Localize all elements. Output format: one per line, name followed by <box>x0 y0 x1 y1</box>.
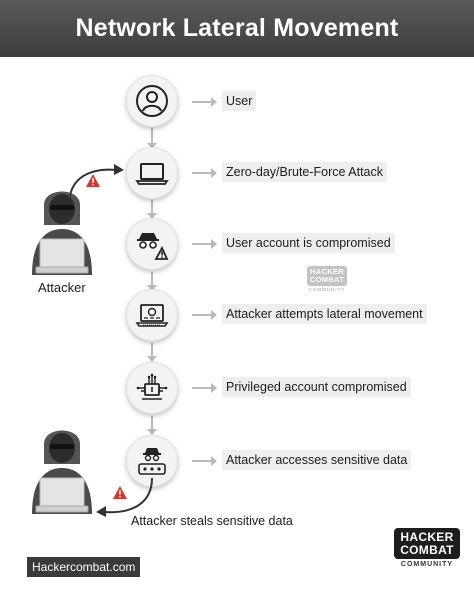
step-2-label: Zero-day/Brute-Force Attack <box>222 162 388 182</box>
step-3-label: User account is compromised <box>222 233 395 253</box>
page-title: Network Lateral Movement <box>75 14 399 42</box>
step-1-circle <box>126 75 178 127</box>
circuit-chip-icon <box>136 373 168 400</box>
attacker-figure-bottom-icon <box>32 430 92 514</box>
step-1-label: User <box>222 91 257 111</box>
connector-down-5 <box>147 416 157 435</box>
logo-sub: COMMUNITY <box>400 561 454 568</box>
logo-line1: HACKER <box>400 530 454 544</box>
spy-warning-icon <box>137 233 169 260</box>
step-4-label: Attacker attempts lateral movement <box>222 304 427 324</box>
connector-right-4 <box>192 310 217 320</box>
connector-right-5 <box>192 383 217 393</box>
user-icon <box>136 85 168 117</box>
step-2-circle <box>126 147 178 199</box>
curved-arrow-exfiltrate <box>96 477 153 517</box>
connector-down-1 <box>147 128 157 149</box>
connector-down-2 <box>147 200 157 219</box>
footer-url[interactable]: Hackercombat.com <box>27 557 141 577</box>
warning-icon-bottom <box>113 486 127 499</box>
connector-right-6 <box>192 456 217 466</box>
laptop-code-icon <box>135 304 169 327</box>
connector-down-3 <box>147 272 157 291</box>
logo-line2: COMBAT <box>400 543 454 557</box>
connector-down-4 <box>147 343 157 362</box>
final-step-label: Attacker steals sensitive data <box>131 514 293 528</box>
curved-arrow-to-attack <box>69 164 124 197</box>
spy-data-icon <box>138 448 166 475</box>
watermark-sub: COMMUNITY <box>308 287 346 292</box>
laptop-icon <box>135 163 169 185</box>
step-5-circle <box>126 362 178 414</box>
step-6-label: Attacker accesses sensitive data <box>222 450 412 470</box>
step-3-circle <box>126 218 178 270</box>
step-5-label: Privileged account compromised <box>222 377 411 397</box>
connector-right-1 <box>192 97 217 107</box>
connector-right-3 <box>192 239 217 249</box>
title-banner: Network Lateral Movement <box>0 0 474 57</box>
attacker-figure-icon <box>32 191 92 275</box>
attacker-label: Attacker <box>38 280 86 295</box>
warning-icon-top <box>86 174 100 187</box>
watermark-line2: COMBAT <box>309 275 345 284</box>
connector-right-2 <box>192 168 217 178</box>
step-4-circle <box>126 289 178 341</box>
watermark-line1: HACKER <box>310 267 344 276</box>
